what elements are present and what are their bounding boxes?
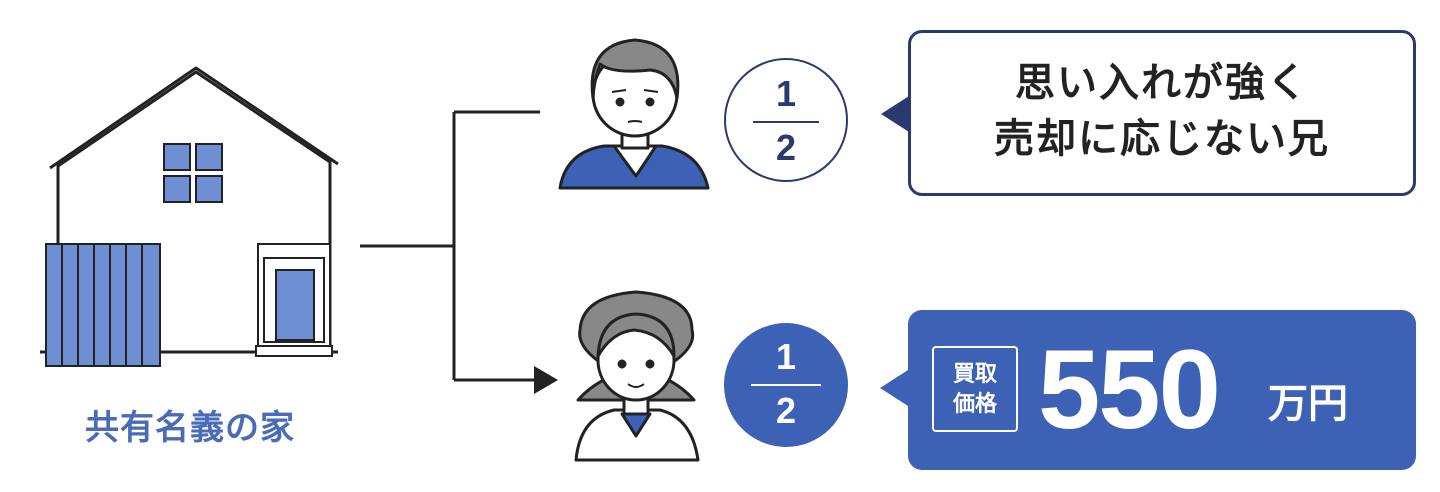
brother-bubble-line2: 売却に応じない兄 (994, 116, 1330, 162)
sister-share-numerator: 1 (775, 336, 797, 377)
fraction-bar (753, 121, 819, 123)
arrow-head (534, 366, 558, 394)
brother-bubble-line1: 思い入れが強く (1015, 60, 1309, 106)
sister-share-denominator: 2 (775, 390, 797, 431)
house-door (255, 243, 333, 357)
badge-line2: 価格 (952, 392, 997, 417)
sister-share-circle: 1 2 (724, 323, 848, 447)
bubble-tail (880, 370, 908, 406)
brother-share-numerator: 1 (775, 73, 797, 114)
house-window (163, 143, 223, 203)
badge-line1: 買取 (952, 362, 997, 387)
connector-lines (360, 110, 540, 382)
brother-share-denominator: 2 (775, 127, 797, 168)
purchase-price-badge: 買取 価格 (932, 346, 1018, 432)
fraction-bar (751, 384, 821, 386)
purchase-price-unit: 万円 (1268, 381, 1348, 427)
brother-speech-bubble: 思い入れが強く 売却に応じない兄 (881, 30, 1416, 196)
purchase-price-value: 550 (1038, 327, 1221, 452)
house-fence (45, 243, 161, 367)
brother-bubble-text: 思い入れが強く 売却に応じない兄 (911, 55, 1413, 167)
brother-share-circle: 1 2 (724, 58, 848, 182)
house-caption: 共有名義の家 (85, 408, 295, 448)
bubble-tail (881, 96, 909, 132)
sister-price-bubble: 買取 価格 550 万円 (880, 310, 1416, 470)
brother-illustration (558, 38, 710, 190)
sister-illustration (574, 290, 700, 462)
